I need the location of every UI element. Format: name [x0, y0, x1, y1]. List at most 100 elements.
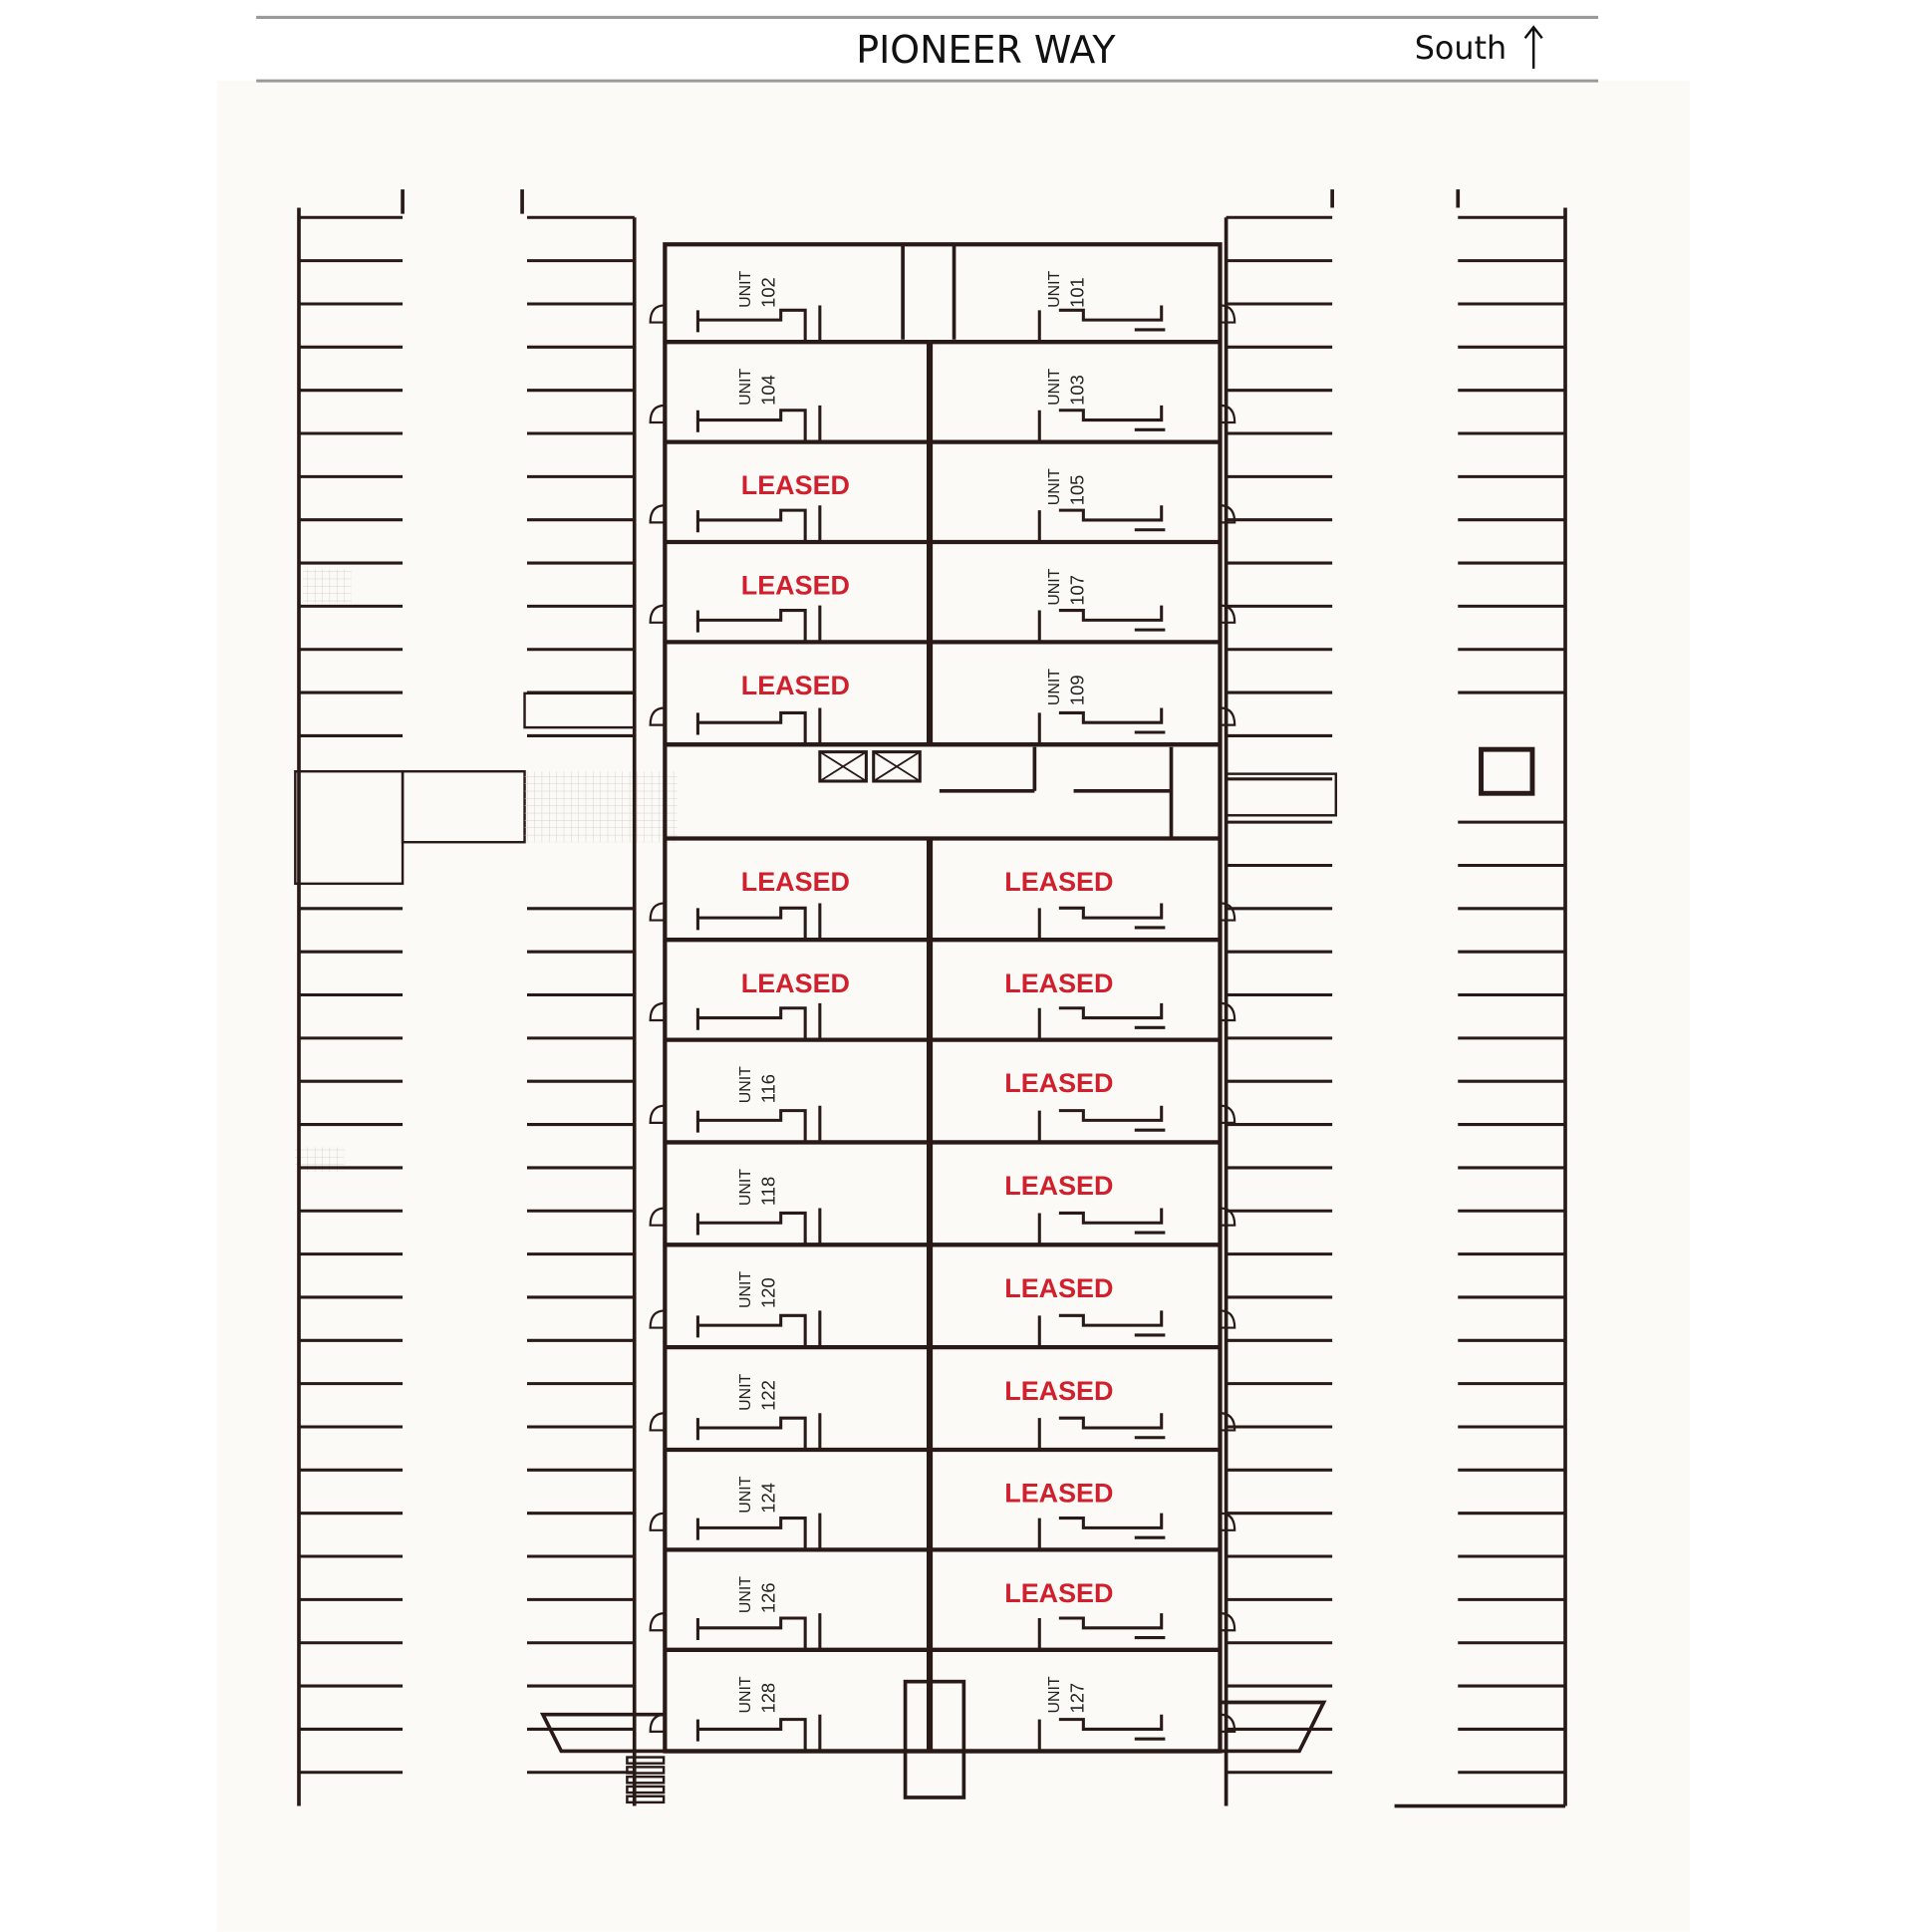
unit-number: 107: [1066, 575, 1087, 606]
door-swing-icon: [1220, 1207, 1236, 1227]
unit-prefix: UNIT: [737, 1169, 754, 1206]
unit-prefix: UNIT: [1046, 1676, 1063, 1713]
parking-row: [1224, 215, 1333, 1806]
leased-label: LEASED: [1004, 1273, 1113, 1303]
unit-prefix: UNIT: [737, 1271, 754, 1308]
door-swing-icon: [649, 902, 666, 922]
door-swing-icon: [649, 404, 666, 424]
restroom: [695, 1002, 822, 1040]
door-swing-icon: [1220, 1309, 1236, 1329]
restroom: [1037, 1105, 1166, 1143]
door-swing-icon: [649, 1512, 666, 1531]
trash-enclosure: [1479, 746, 1535, 796]
leased-label: LEASED: [741, 671, 850, 700]
stair: [903, 1679, 966, 1799]
elevator-icon: [872, 750, 922, 783]
leased-label: LEASED: [1004, 968, 1113, 998]
door-swing-icon: [1220, 604, 1236, 624]
restroom: [1037, 1310, 1166, 1348]
restroom: [1037, 305, 1166, 343]
leased-label: LEASED: [741, 968, 850, 998]
restroom: [695, 1208, 822, 1245]
restroom: [1037, 1413, 1166, 1451]
unit-number: 116: [758, 1074, 779, 1103]
door-swing-icon: [1220, 1104, 1236, 1124]
unit: LEASED: [930, 1068, 1236, 1145]
unit-prefix: UNIT: [737, 270, 754, 307]
unit-prefix: UNIT: [1046, 568, 1063, 605]
unit-prefix: UNIT: [737, 1676, 754, 1713]
door-swing-icon: [649, 1309, 666, 1329]
restroom: [1037, 707, 1166, 745]
door-swing-icon: [649, 706, 666, 726]
plan-line: [873, 750, 921, 782]
plan-line: [819, 750, 867, 782]
restroom: [695, 707, 822, 745]
unit-number: 126: [758, 1582, 779, 1613]
unit: LEASED: [649, 470, 931, 545]
restroom: [695, 1105, 822, 1143]
unit-prefix: UNIT: [737, 1373, 754, 1410]
restroom: [1037, 1613, 1166, 1650]
street-name: PIONEER WAY: [856, 28, 1116, 72]
unit-number: 127: [1066, 1683, 1087, 1714]
leased-label: LEASED: [1004, 1171, 1113, 1201]
unit: LEASED: [930, 1376, 1236, 1453]
restroom: [1037, 1714, 1166, 1752]
door-swing-icon: [649, 304, 666, 324]
unit-number: 128: [758, 1683, 779, 1714]
restroom: [1037, 1208, 1166, 1245]
leased-label: LEASED: [1004, 867, 1113, 897]
step: [626, 1794, 666, 1804]
arrow-up-icon: [1523, 25, 1543, 69]
door-swing-icon: [1220, 1512, 1236, 1531]
unit: LEASED: [649, 671, 931, 747]
restroom: [1037, 1002, 1166, 1040]
restroom: [695, 1310, 822, 1348]
unit-number: 124: [758, 1483, 779, 1514]
step: [626, 1756, 666, 1765]
door-swing-icon: [1220, 1611, 1236, 1632]
leased-label: LEASED: [741, 470, 850, 500]
unit-number: 105: [1066, 475, 1087, 506]
unit: LEASED: [930, 1479, 1236, 1552]
step: [626, 1785, 666, 1794]
door-swing-icon: [1220, 706, 1236, 726]
unit: LEASED: [930, 968, 1236, 1042]
restroom: [1037, 505, 1166, 542]
unit: LEASED: [930, 1578, 1236, 1652]
parking-row: [297, 207, 404, 1806]
door-swing-icon: [649, 504, 666, 524]
restroom: [695, 1714, 822, 1752]
elevator-icon: [818, 750, 868, 783]
unit: LEASED: [930, 1273, 1236, 1350]
unit-prefix: UNIT: [737, 1576, 754, 1613]
restroom: [695, 605, 822, 643]
unit-number: 104: [758, 375, 779, 406]
unit-number: 103: [1066, 375, 1087, 406]
unit-prefix: UNIT: [1046, 270, 1063, 307]
restroom: [1037, 903, 1166, 941]
door-swing-icon: [1220, 304, 1236, 324]
unit-number: 118: [758, 1177, 779, 1206]
door-swing-icon: [1220, 404, 1236, 424]
restroom: [695, 1613, 822, 1650]
door-swing-icon: [649, 1611, 666, 1632]
restroom: [695, 903, 822, 941]
orientation-label: South: [1415, 29, 1507, 67]
leased-label: LEASED: [1004, 1479, 1113, 1509]
door-swing-icon: [649, 1001, 666, 1022]
restroom: [695, 505, 822, 542]
